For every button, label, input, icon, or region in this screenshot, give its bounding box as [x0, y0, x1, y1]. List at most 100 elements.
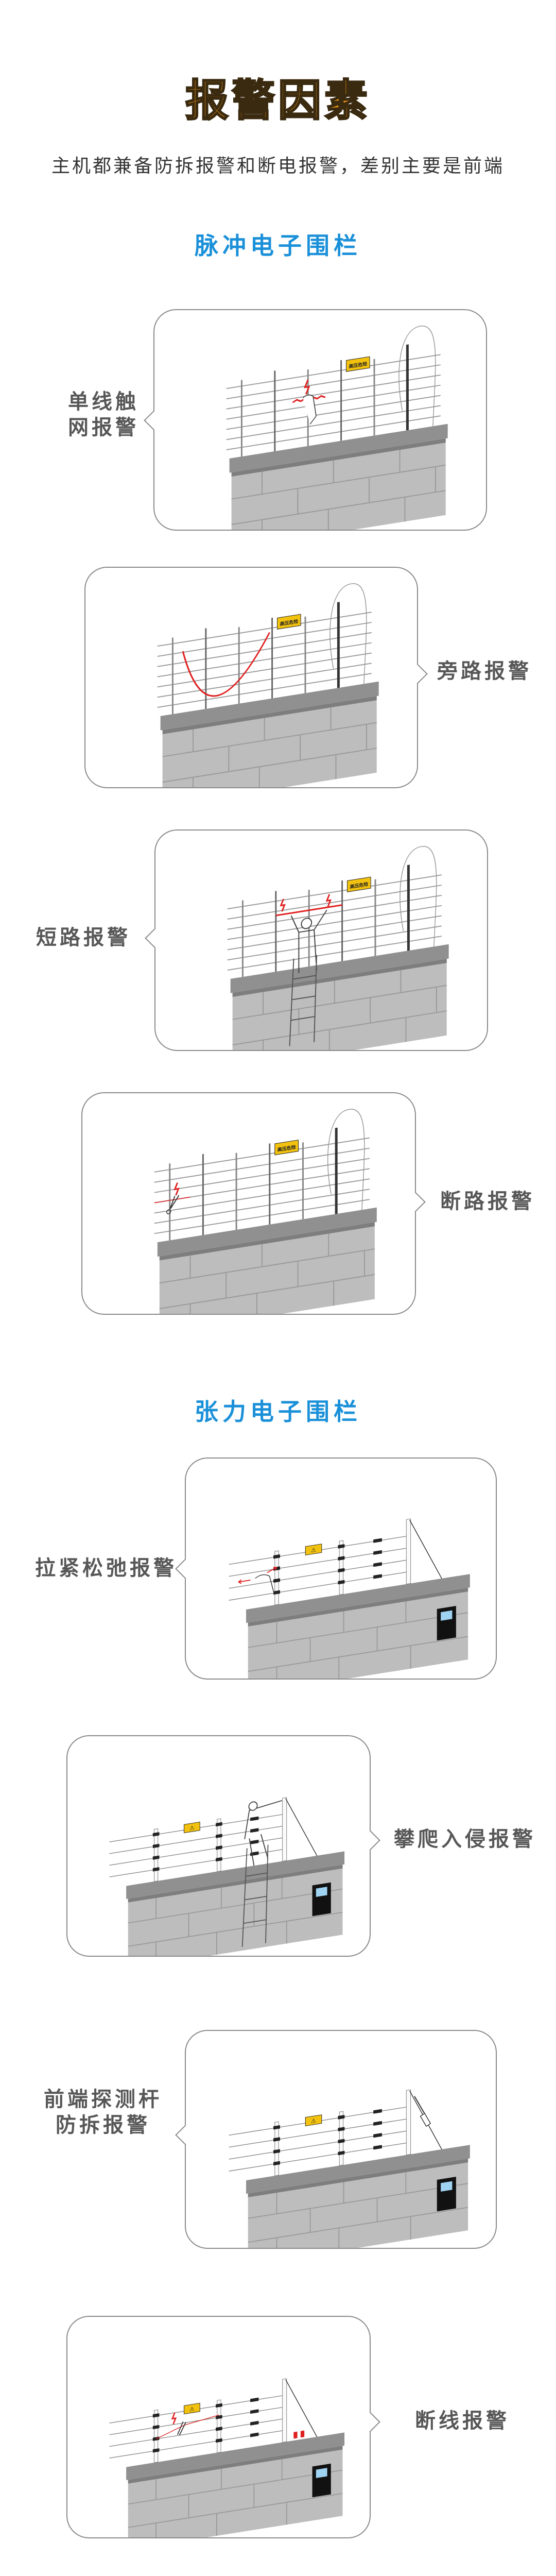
tension-spring [250, 1816, 259, 1821]
wall-shadow [248, 1587, 468, 1626]
fence-wire [157, 652, 372, 688]
fence-wire [227, 936, 442, 971]
illustration-single-wire-touch: 高压危险 [144, 309, 487, 531]
stone-joint [248, 2207, 468, 2243]
tension-wire [109, 2418, 287, 2447]
fence-wire [227, 894, 442, 930]
tension-spring [373, 1562, 382, 1567]
fence-wire [227, 874, 442, 910]
tension-spring [373, 2145, 382, 2150]
lightning-icon [304, 379, 310, 395]
fence-scene: ⚠ [229, 1518, 470, 1679]
insulator [216, 2415, 222, 2419]
alarm-label: 前端探测杆 防拆报警 [44, 2087, 162, 2138]
fence-post [274, 2121, 279, 2176]
brace-wire [409, 1519, 442, 1579]
tension-spring [373, 2121, 382, 2126]
illustration-post-tamper: ⚠ [175, 2030, 497, 2249]
page-title: 报警因素 [184, 75, 371, 126]
scissors-handle [166, 1209, 171, 1214]
controller-screen [316, 2468, 327, 2478]
tension-spring [250, 2420, 259, 2426]
insulator [338, 1580, 345, 1585]
controller-box [437, 2177, 456, 2212]
warning-icon: ⚠ [189, 2405, 195, 2413]
fence-wire [157, 612, 372, 647]
illustration-short-circuit: 高压危险 [145, 829, 488, 1051]
alarm-label: 攀爬入侵报警 [394, 1827, 536, 1851]
end-post [406, 1518, 411, 1585]
lead-wire-loop [329, 583, 367, 684]
climber-head [301, 918, 312, 929]
wall-cap [157, 1207, 377, 1257]
wall-shadow [232, 959, 447, 997]
fence-wire [227, 915, 442, 951]
tension-spring [373, 1538, 382, 1543]
wall-cap [229, 423, 448, 473]
warning-sign [305, 2114, 322, 2127]
warning-sign [346, 356, 370, 372]
insulator [216, 2403, 222, 2408]
controller-screen [316, 1887, 327, 1897]
lead-wire-loop [327, 1109, 365, 1210]
insulator [338, 1544, 345, 1549]
alarm-label-line: 网报警 [68, 416, 139, 439]
page-subtitle: 主机都兼备防拆报警和断电报警，差别主要是前端 [51, 156, 505, 177]
stone-joint [231, 490, 446, 526]
insulator [216, 2427, 222, 2431]
stone-joint [159, 1274, 375, 1310]
stone-joint [128, 2469, 343, 2505]
wall-cap [230, 944, 449, 993]
stone-joint [159, 1248, 375, 1284]
warning-sign [274, 1140, 299, 1156]
stone-joint [162, 748, 377, 783]
ladder [241, 1844, 269, 1947]
insulator [152, 1867, 160, 1872]
fence-wire [226, 395, 441, 430]
tension-spring [373, 1574, 382, 1579]
pull-arrows [238, 1567, 277, 1584]
tension-spring [250, 1839, 259, 1844]
tension-spring [250, 2409, 259, 2414]
stone-joint [128, 1911, 343, 1947]
fence-post [217, 1818, 221, 1872]
fence-wire [227, 885, 442, 920]
insulator [273, 1554, 281, 1559]
warning-icon: ⚠ [189, 1824, 195, 1832]
insulator [216, 1834, 222, 1838]
fence-post [154, 2409, 159, 2463]
wall-cap [246, 2145, 470, 2194]
fence-wire [154, 1137, 370, 1173]
stone-joint [248, 2183, 468, 2219]
controller-screen [441, 2181, 453, 2192]
insulator [216, 2438, 222, 2443]
stone-joint [248, 1612, 468, 1648]
fence-scene: 高压危险 [154, 1109, 377, 1314]
fence-wire [226, 374, 441, 410]
wall-shadow [159, 1222, 375, 1261]
hand-icon [302, 394, 317, 425]
insulator [152, 1832, 160, 1837]
wall-cap [126, 1851, 345, 1899]
broken-wire [154, 1196, 190, 1204]
insulator [338, 2115, 345, 2120]
fence-wire [154, 1168, 370, 1204]
alarm-label-line: 单线触 [68, 390, 139, 414]
wall-shadow [128, 1865, 343, 1903]
insulator [216, 1845, 222, 1850]
ladder [289, 955, 318, 1046]
wall-shadow [231, 438, 446, 477]
alarm-label-line: 防拆报警 [56, 2113, 150, 2137]
fence-illustration: ⚠ [229, 2089, 470, 2248]
warning-sign [184, 2402, 200, 2415]
alarm-label: 旁路报警 [437, 659, 532, 683]
illustration-tension-slack: ⚠ [175, 1458, 497, 1680]
alarm-label: 单线触 网报警 [68, 389, 139, 440]
insulator [216, 1822, 222, 1827]
alarm-label: 短路报警 [36, 926, 131, 950]
fence-illustration: 高压危险 [226, 326, 448, 530]
controller-screen [441, 1610, 453, 1621]
illustration-open-circuit: 高压危险 [81, 1092, 426, 1315]
insulator [338, 1556, 345, 1561]
section-heading-tension: 张力电子围栏 [195, 1398, 361, 1426]
